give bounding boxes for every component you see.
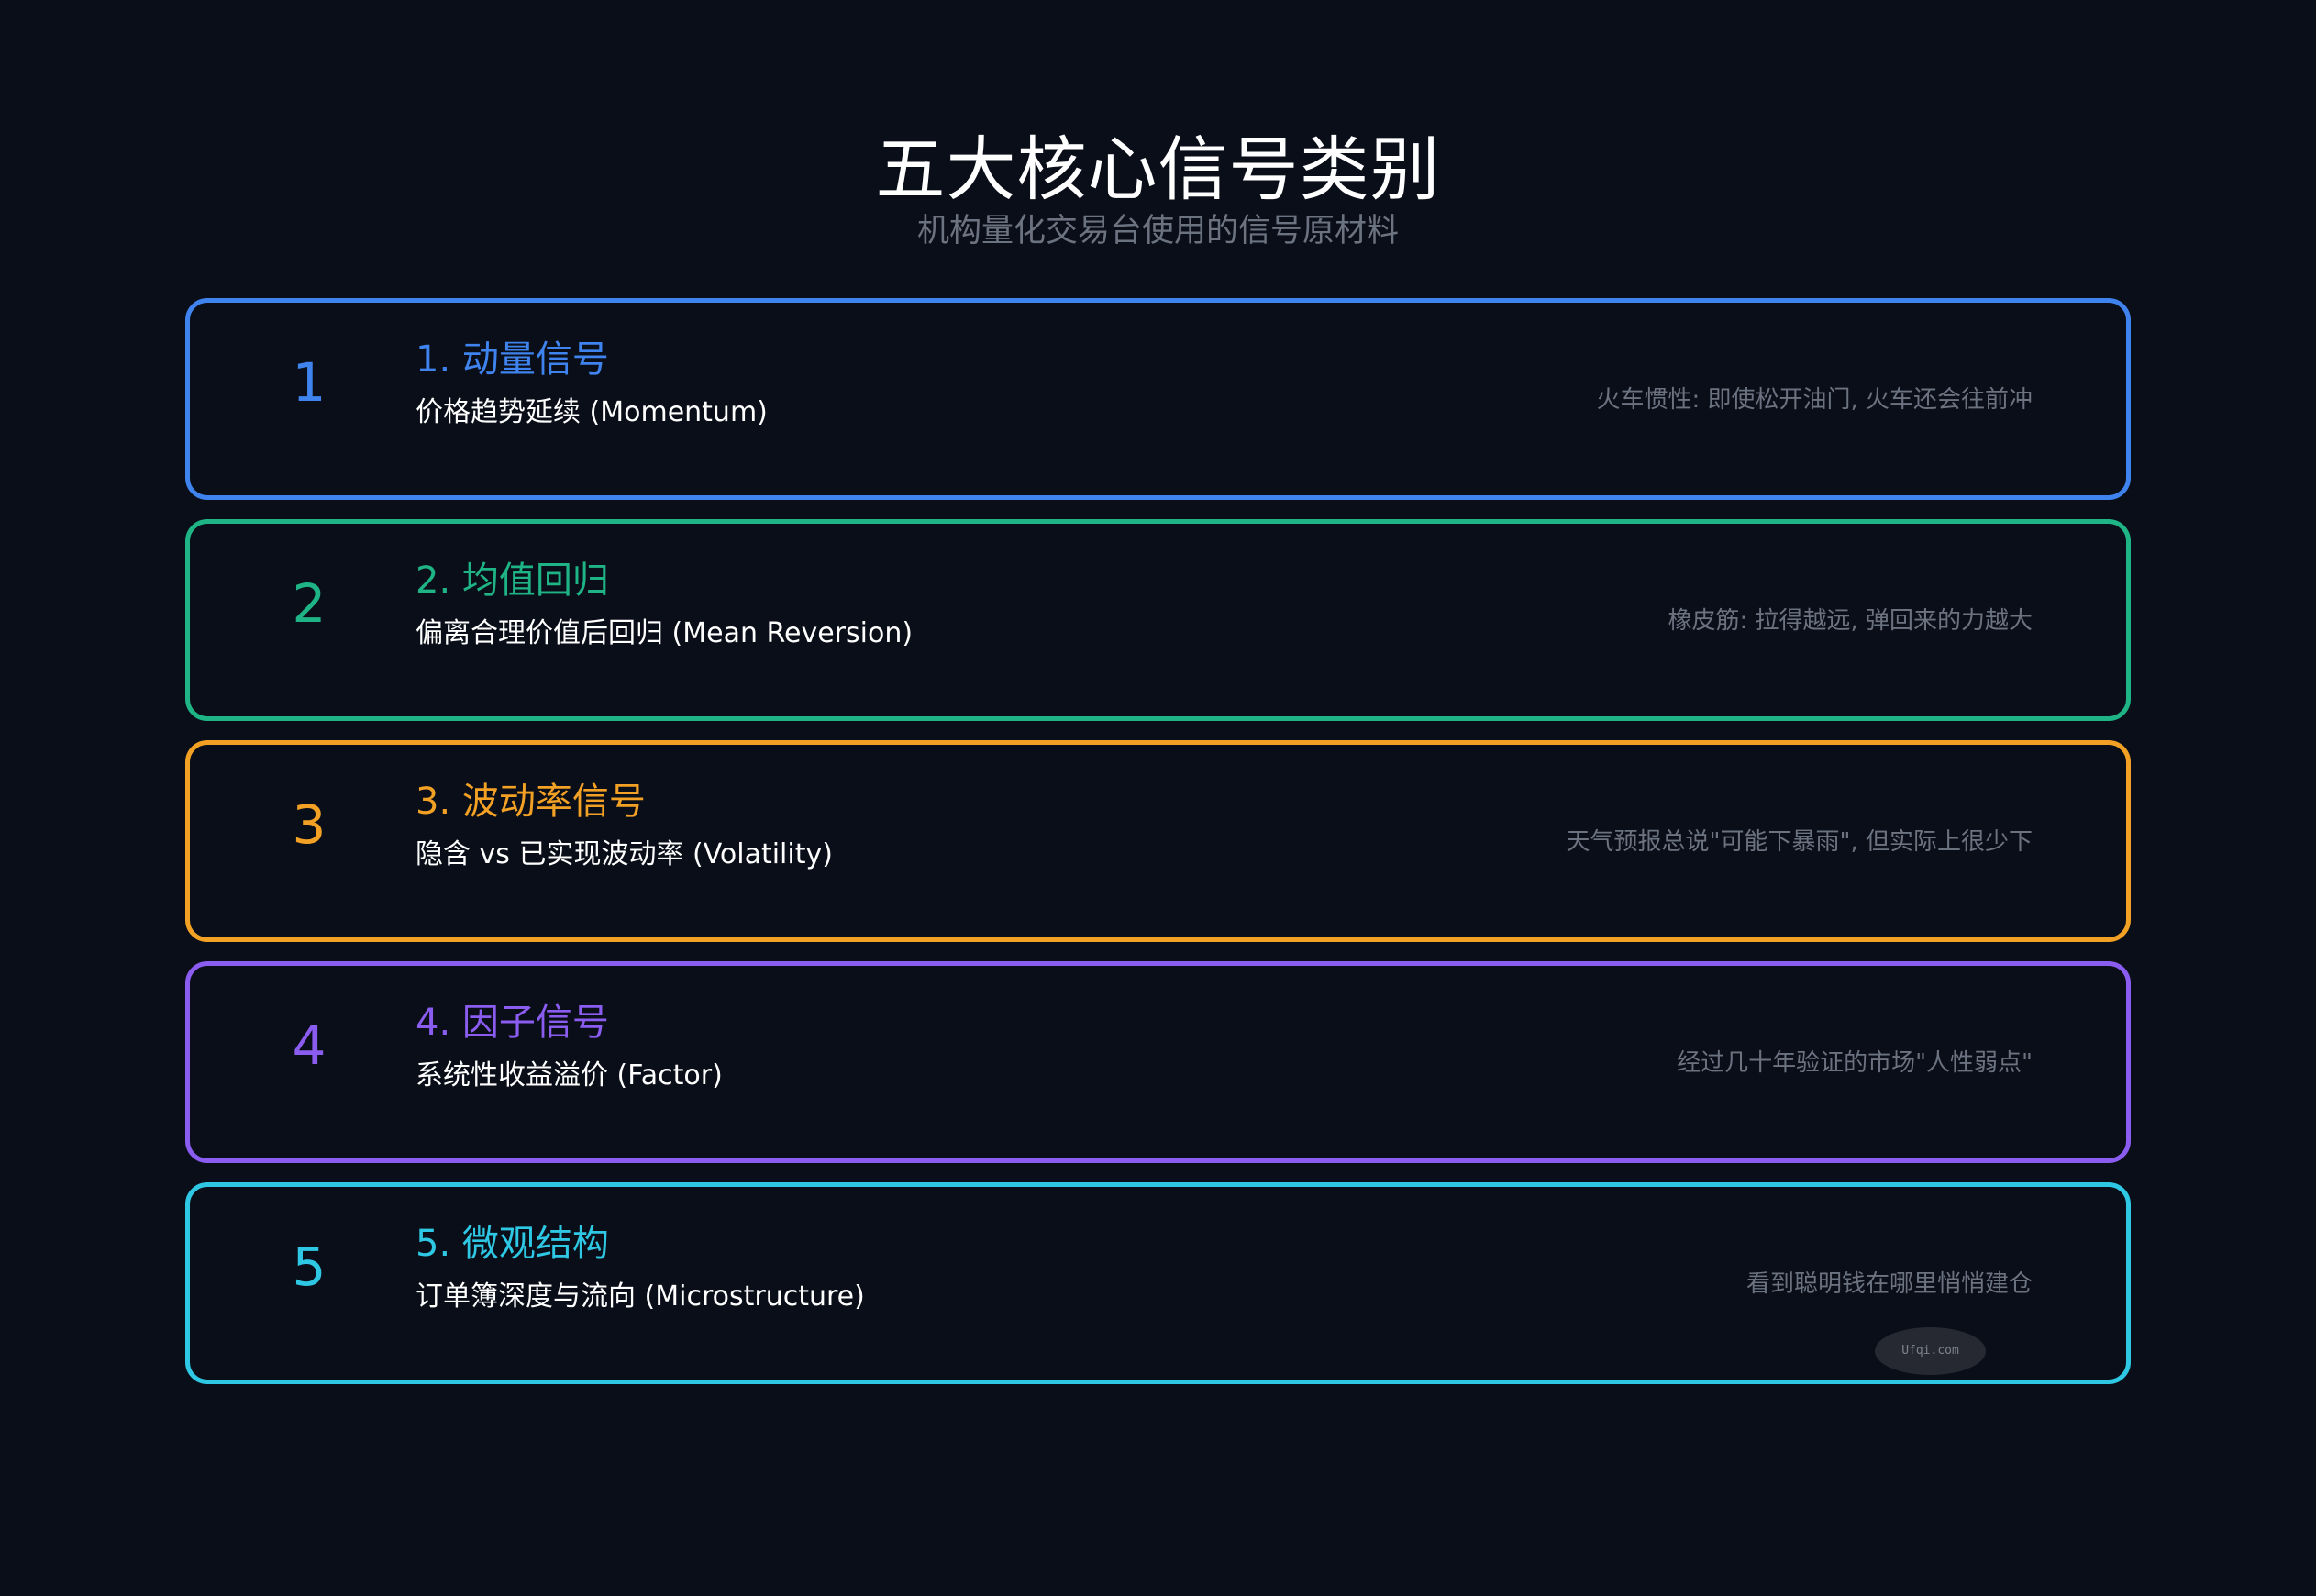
card-note: 火车惯性: 即使松开油门, 火车还会往前冲 — [1596, 386, 2033, 414]
card-note: 看到聪明钱在哪里悄悄建仓 — [1745, 1270, 2033, 1298]
card-number: 1 — [292, 351, 327, 414]
card-number: 5 — [292, 1236, 327, 1298]
watermark-badge: Ufqi.com — [1875, 1327, 1986, 1375]
card-description: 价格趋势延续 (Momentum) — [416, 396, 768, 428]
card-title: 2. 均值回归 — [416, 560, 609, 602]
signal-card-momentum: 1 1. 动量信号 价格趋势延续 (Momentum) 火车惯性: 即使松开油门… — [185, 298, 2131, 500]
signal-card-microstructure: 5 5. 微观结构 订单簿深度与流向 (Microstructure) 看到聪明… — [185, 1182, 2131, 1384]
page-title: 五大核心信号类别 — [875, 128, 1441, 210]
card-note: 橡皮筋: 拉得越远, 弹回来的力越大 — [1668, 607, 2033, 635]
card-title: 1. 动量信号 — [416, 338, 609, 381]
card-description: 订单簿深度与流向 (Microstructure) — [416, 1280, 865, 1313]
card-description: 系统性收益溢价 (Factor) — [416, 1059, 723, 1092]
page-subtitle: 机构量化交易台使用的信号原材料 — [916, 213, 1399, 249]
card-note: 经过几十年验证的市场"人性弱点" — [1677, 1049, 2033, 1077]
card-number: 3 — [292, 793, 327, 856]
card-title: 5. 微观结构 — [416, 1223, 609, 1265]
card-title: 3. 波动率信号 — [416, 781, 646, 823]
card-note: 天气预报总说"可能下暴雨", 但实际上很少下 — [1566, 828, 2033, 856]
signal-card-mean-reversion: 2 2. 均值回归 偏离合理价值后回归 (Mean Reversion) 橡皮筋… — [185, 519, 2131, 721]
signal-card-volatility: 3 3. 波动率信号 隐含 vs 已实现波动率 (Volatility) 天气预… — [185, 740, 2131, 942]
card-description: 隐含 vs 已实现波动率 (Volatility) — [416, 838, 833, 870]
card-description: 偏离合理价值后回归 (Mean Reversion) — [416, 617, 914, 649]
card-number: 4 — [292, 1014, 327, 1077]
signal-card-factor: 4 4. 因子信号 系统性收益溢价 (Factor) 经过几十年验证的市场"人性… — [185, 961, 2131, 1163]
card-number: 2 — [292, 572, 327, 635]
card-title: 4. 因子信号 — [416, 1002, 609, 1044]
